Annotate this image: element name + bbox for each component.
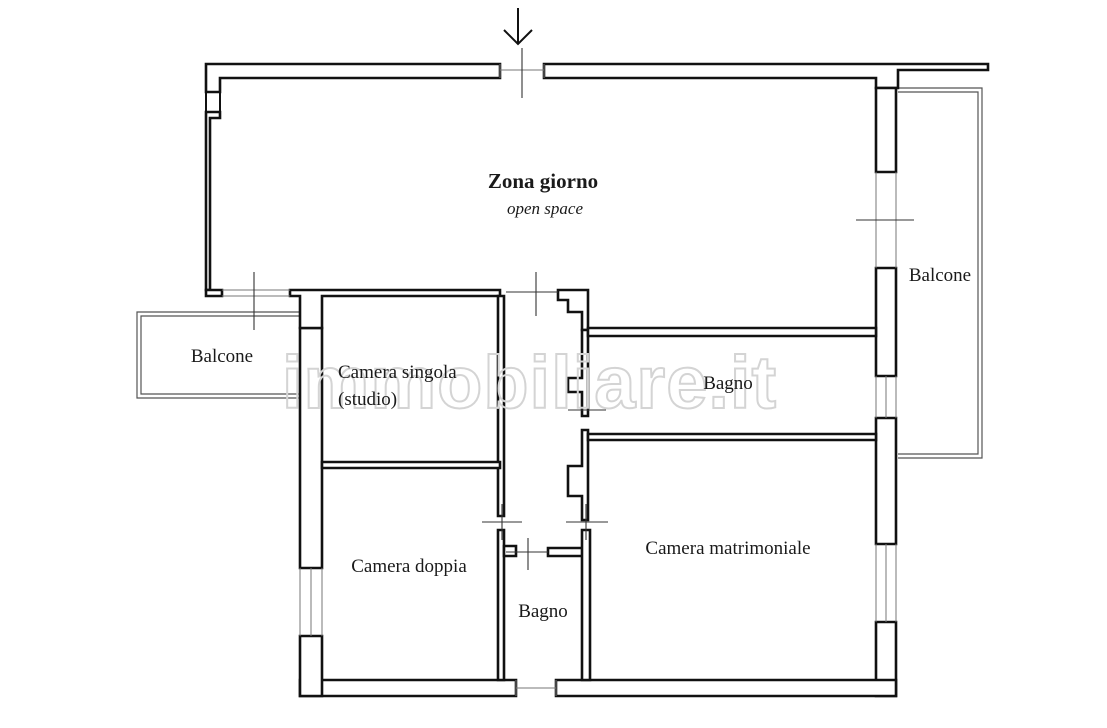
balcony-right-label: Balcone [909,265,971,286]
balcony-right-outline [898,87,983,459]
arrow-down-icon [503,8,533,46]
balcony-left-label: Balcone [191,346,253,367]
interior-walls [320,288,878,682]
door-marks [253,48,914,570]
single-room-sublabel: (studio) [338,389,397,410]
double-room-label: Camera doppia [351,556,467,577]
balcony-left-outline [136,311,300,399]
window-marks [222,64,897,696]
lower-bathroom-label: Bagno [518,601,568,622]
outer-walls [204,62,990,698]
living-area-title: Zona giorno [488,169,598,193]
single-room-label: Camera singola [338,362,457,383]
master-bedroom-label: Camera matrimoniale [645,538,810,559]
watermark: immobiliare.it [282,341,777,424]
upper-bathroom-label: Bagno [703,373,753,394]
living-area-subtitle: open space [507,199,583,218]
